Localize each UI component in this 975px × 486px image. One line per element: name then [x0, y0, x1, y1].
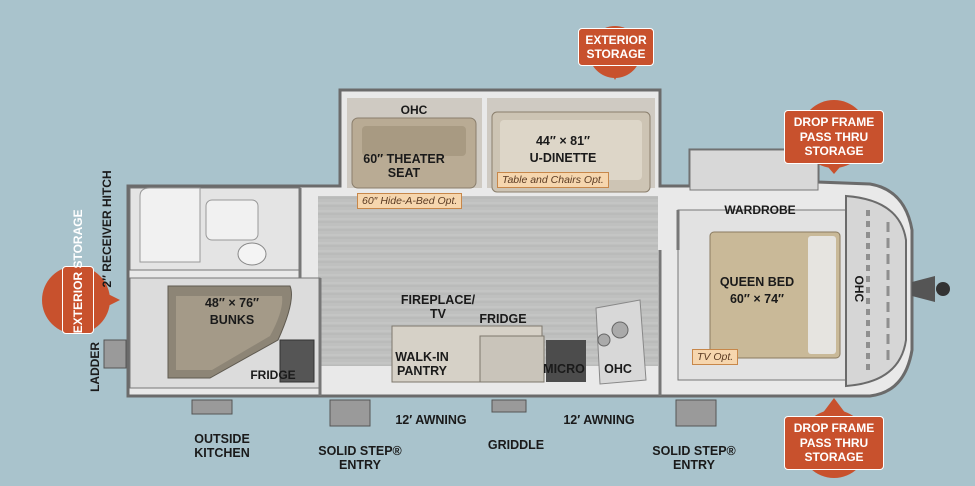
ladder-label: LADDER: [88, 341, 103, 392]
receiver-hitch-label: 2″ RECEIVER HITCH: [100, 170, 115, 288]
dinette-name-label: U-DINETTE: [529, 151, 597, 165]
rear-bath: [129, 187, 301, 271]
hitch-shape: [912, 276, 950, 302]
exterior-fixtures: [103, 339, 717, 427]
exterior-storage-top-label: EXTERIOR STORAGE: [578, 28, 654, 66]
drop-frame-top-badge: DROP FRAME PASS THRU STORAGE: [782, 100, 886, 174]
bunks-label: BUNKS: [209, 313, 255, 327]
exterior-storage-left-label: EXTERIOR STORAGE: [70, 209, 85, 333]
fireplace-tv-label: FIREPLACE/ TV: [400, 293, 476, 322]
hide-a-bed-option: 60″ Hide-A-Bed Opt.: [357, 193, 463, 209]
outside-kitchen-label: OUTSIDE KITCHEN: [194, 432, 250, 461]
drop-frame-bottom-badge: DROP FRAME PASS THRU STORAGE: [782, 396, 886, 480]
ohc-top-label: OHC: [400, 103, 428, 117]
solid-step-entry-right-label: SOLID STEP® ENTRY: [652, 444, 736, 473]
tv-option: TV Opt.: [692, 349, 739, 365]
fridge-bunk-label: FRIDGE: [250, 368, 296, 382]
dinette-size-label: 44″ × 81″: [535, 134, 591, 148]
front-cap: [845, 194, 907, 388]
exterior-storage-top-badge: EXTERIOR STORAGE: [576, 24, 654, 82]
queen-bed-label: QUEEN BED: [719, 275, 795, 289]
bunk-room: [129, 277, 321, 389]
queen-bed-size-label: 60″ × 74″: [729, 292, 785, 306]
ohc-kitchen-label: OHC: [604, 362, 632, 376]
awning-right-label: 12′ AWNING: [563, 413, 635, 427]
fridge-main-label: FRIDGE: [479, 312, 527, 326]
exterior-storage-left-badge: EXTERIOR STORAGE: [40, 209, 122, 338]
bunks-size-label: 48″ × 76″: [204, 296, 260, 310]
theater-seat-label: 60″ THEATER SEAT: [363, 152, 445, 181]
micro-label: MICRO: [543, 362, 585, 376]
wardrobe-label: WARDROBE: [724, 203, 796, 217]
table-chairs-option: Table and Chairs Opt.: [497, 172, 609, 188]
drop-frame-bottom-label: DROP FRAME PASS THRU STORAGE: [784, 416, 884, 470]
griddle-label: GRIDDLE: [487, 438, 545, 452]
ohc-right-label: OHC: [851, 275, 866, 303]
solid-step-entry-left-label: SOLID STEP® ENTRY: [318, 444, 402, 473]
awning-left-label: 12′ AWNING: [395, 413, 467, 427]
interior-walls: [298, 188, 680, 396]
drop-frame-top-label: DROP FRAME PASS THRU STORAGE: [784, 110, 884, 164]
theater-seat-shape: [351, 117, 477, 189]
queen-bed-shape: [709, 231, 841, 359]
kitchen-counter: [391, 299, 647, 385]
walk-in-pantry-label: WALK-IN PANTRY: [395, 350, 449, 379]
